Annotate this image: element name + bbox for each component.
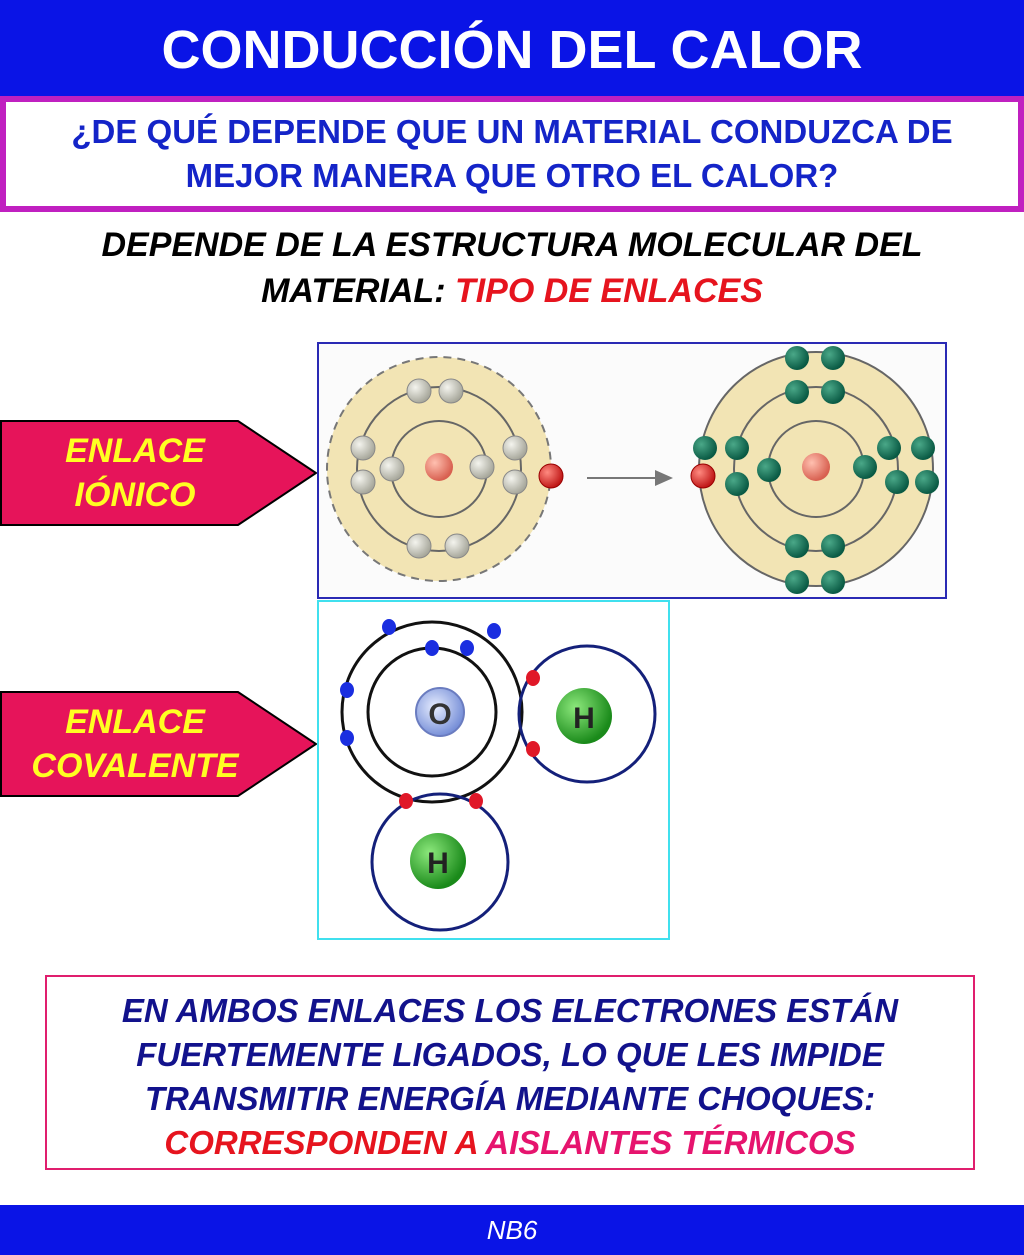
footer-bar: NB6: [0, 1205, 1024, 1255]
answer-text: DEPENDE DE LA ESTRUCTURA MOLECULAR DEL M…: [30, 222, 994, 314]
covalent-label-line-1: ENLACE: [65, 703, 205, 741]
ionic-atoms-illustration: [326, 346, 939, 594]
lone-pair-electrons: [340, 619, 501, 746]
conclusion-line-2: FUERTEMENTE LIGADOS, LO QUE LES IMPIDE: [136, 1036, 884, 1073]
conclusion-pink-text: AISLANTES TÉRMICOS: [485, 1124, 856, 1161]
covalent-bond-diagram: O H H: [317, 600, 670, 940]
hydrogen-nucleus-right: H: [556, 688, 612, 744]
answer-prefix: MATERIAL:: [261, 272, 455, 310]
arrow-shape-icon: [0, 420, 318, 526]
hydrogen-symbol-right: H: [573, 702, 595, 735]
answer-line-1: DEPENDE DE LA ESTRUCTURA MOLECULAR DEL: [101, 226, 923, 264]
hydrogen-nucleus-bottom: H: [410, 833, 466, 889]
page-title: CONDUCCIÓN DEL CALOR: [0, 0, 1024, 96]
conclusion-red-text: CORRESPONDEN A: [164, 1124, 486, 1161]
covalent-label-line-2: COVALENTE: [31, 747, 239, 785]
oxygen-symbol: O: [428, 698, 451, 731]
transfer-arrow-icon: [587, 470, 673, 486]
arrow-shape-icon: [0, 691, 318, 797]
conclusion-line-3: TRANSMITIR ENERGÍA MEDIANTE CHOQUES:: [144, 1080, 876, 1117]
bonding-electrons: [399, 670, 540, 809]
footer-text: NB6: [486, 1215, 538, 1245]
ionic-label-line-1: ENLACE: [65, 432, 205, 470]
answer-highlight: TIPO DE ENLACES: [454, 272, 763, 310]
chlorine-atom: [690, 346, 939, 594]
answer-line-2: MATERIAL: TIPO DE ENLACES: [30, 268, 994, 314]
ionic-bond-label: ENLACE IÓNICO: [0, 420, 318, 526]
question-box: ¿DE QUÉ DEPENDE QUE UN MATERIAL CONDUZCA…: [0, 96, 1024, 212]
ionic-label-line-2: IÓNICO: [74, 476, 196, 514]
oxygen-nucleus: O: [415, 687, 465, 737]
sodium-atom: [326, 356, 564, 582]
conclusion-line-1: EN AMBOS ENLACES LOS ELECTRONES ESTÁN: [121, 992, 899, 1029]
conclusion-box: EN AMBOS ENLACES LOS ELECTRONES ESTÁN FU…: [45, 975, 975, 1170]
question-line-1: ¿DE QUÉ DEPENDE QUE UN MATERIAL CONDUZCA…: [71, 113, 953, 150]
conclusion-line-4: CORRESPONDEN A AISLANTES TÉRMICOS: [47, 1121, 973, 1165]
water-molecule-illustration: O H H: [340, 619, 657, 932]
question-line-2: MEJOR MANERA QUE OTRO EL CALOR?: [185, 157, 839, 194]
covalent-bond-label: ENLACE COVALENTE: [0, 691, 318, 797]
ionic-bond-diagram: [317, 342, 947, 599]
hydrogen-symbol-bottom: H: [427, 847, 449, 880]
